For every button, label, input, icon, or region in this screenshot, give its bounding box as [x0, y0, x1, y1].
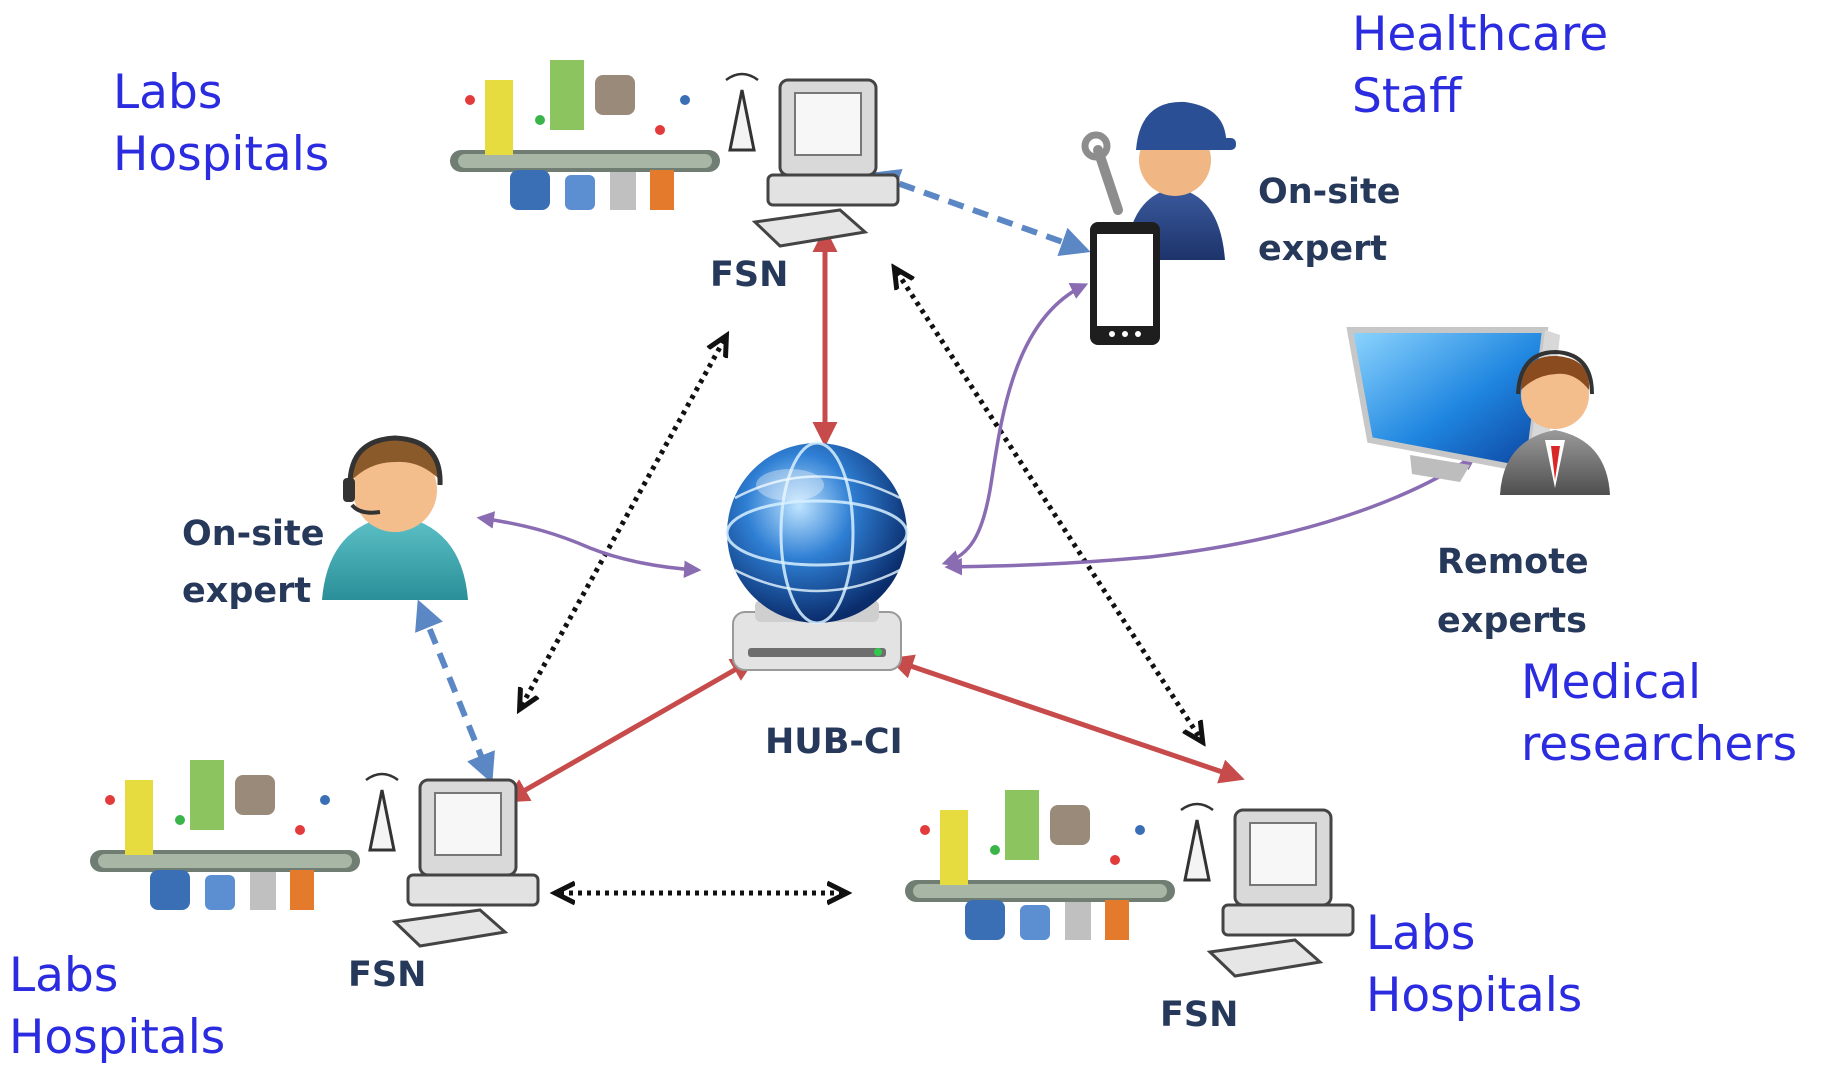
label-medical-researchers: Medical researchers — [1521, 652, 1797, 776]
dashed-link-top — [869, 168, 1091, 257]
connections — [415, 168, 1478, 893]
label-line: Labs — [9, 948, 119, 1003]
factory-line-icon — [90, 760, 360, 910]
label-line: Healthcare — [1352, 7, 1609, 62]
remote-experts-label-2: experts — [1437, 601, 1587, 641]
label-line: Hospitals — [113, 127, 330, 183]
expert-link-remote — [944, 453, 1478, 576]
label-line: Staff — [1352, 69, 1462, 125]
label-labs-hospitals-bottom-right: Labs Hospitals — [1366, 903, 1582, 1027]
desktop-computer-icon — [1206, 808, 1355, 978]
fsn-site-bottom-right: FSN — [905, 790, 1355, 1035]
dashed-link-left — [415, 599, 495, 784]
hub-label: HUB-CI — [765, 722, 903, 762]
hub-link-bottom-left — [503, 657, 757, 803]
headset-person-icon — [1500, 349, 1610, 495]
label-labs-hospitals-bottom-left: Labs Hospitals — [9, 945, 225, 1069]
onsite-expert-left-label-2: expert — [182, 571, 311, 611]
fsn-label-bottom-left: FSN — [348, 955, 426, 995]
globe-server-icon — [725, 441, 909, 671]
desktop-computer-icon — [391, 778, 540, 948]
fsn-site-bottom-left: FSN — [90, 760, 540, 995]
label-line: researchers — [1521, 717, 1798, 773]
wireless-antenna-icon — [725, 72, 759, 152]
label-line: Hospitals — [1366, 968, 1583, 1024]
onsite-expert-top-label-2: expert — [1258, 229, 1387, 269]
onsite-expert-top-label-1: On-site — [1258, 172, 1401, 212]
label-labs-hospitals-top-left: Labs Hospitals — [113, 62, 329, 186]
expert-link-left — [476, 511, 702, 578]
label-line: Labs — [113, 65, 223, 120]
label-line: Labs — [1366, 906, 1476, 961]
factory-line-icon — [905, 790, 1175, 940]
wireless-antenna-icon — [1180, 802, 1214, 882]
expert-link-phone — [941, 283, 1089, 568]
fsn-label-bottom-right: FSN — [1160, 995, 1238, 1035]
desktop-computer-icon — [751, 78, 900, 248]
label-line: Medical — [1521, 655, 1702, 710]
onsite-expert-left-label-1: On-site — [182, 514, 325, 554]
remote-experts-label-1: Remote — [1437, 542, 1589, 582]
fsn-site-top: FSN — [450, 60, 900, 295]
smartphone-icon — [1090, 222, 1160, 345]
headset-person-icon — [322, 435, 468, 600]
wireless-antenna-icon — [365, 772, 399, 852]
label-healthcare-staff: Healthcare Staff — [1352, 4, 1608, 128]
label-line: Hospitals — [9, 1010, 226, 1066]
factory-line-icon — [450, 60, 720, 210]
fsn-label-top: FSN — [710, 255, 788, 295]
dotted-link-top-left — [522, 340, 724, 705]
